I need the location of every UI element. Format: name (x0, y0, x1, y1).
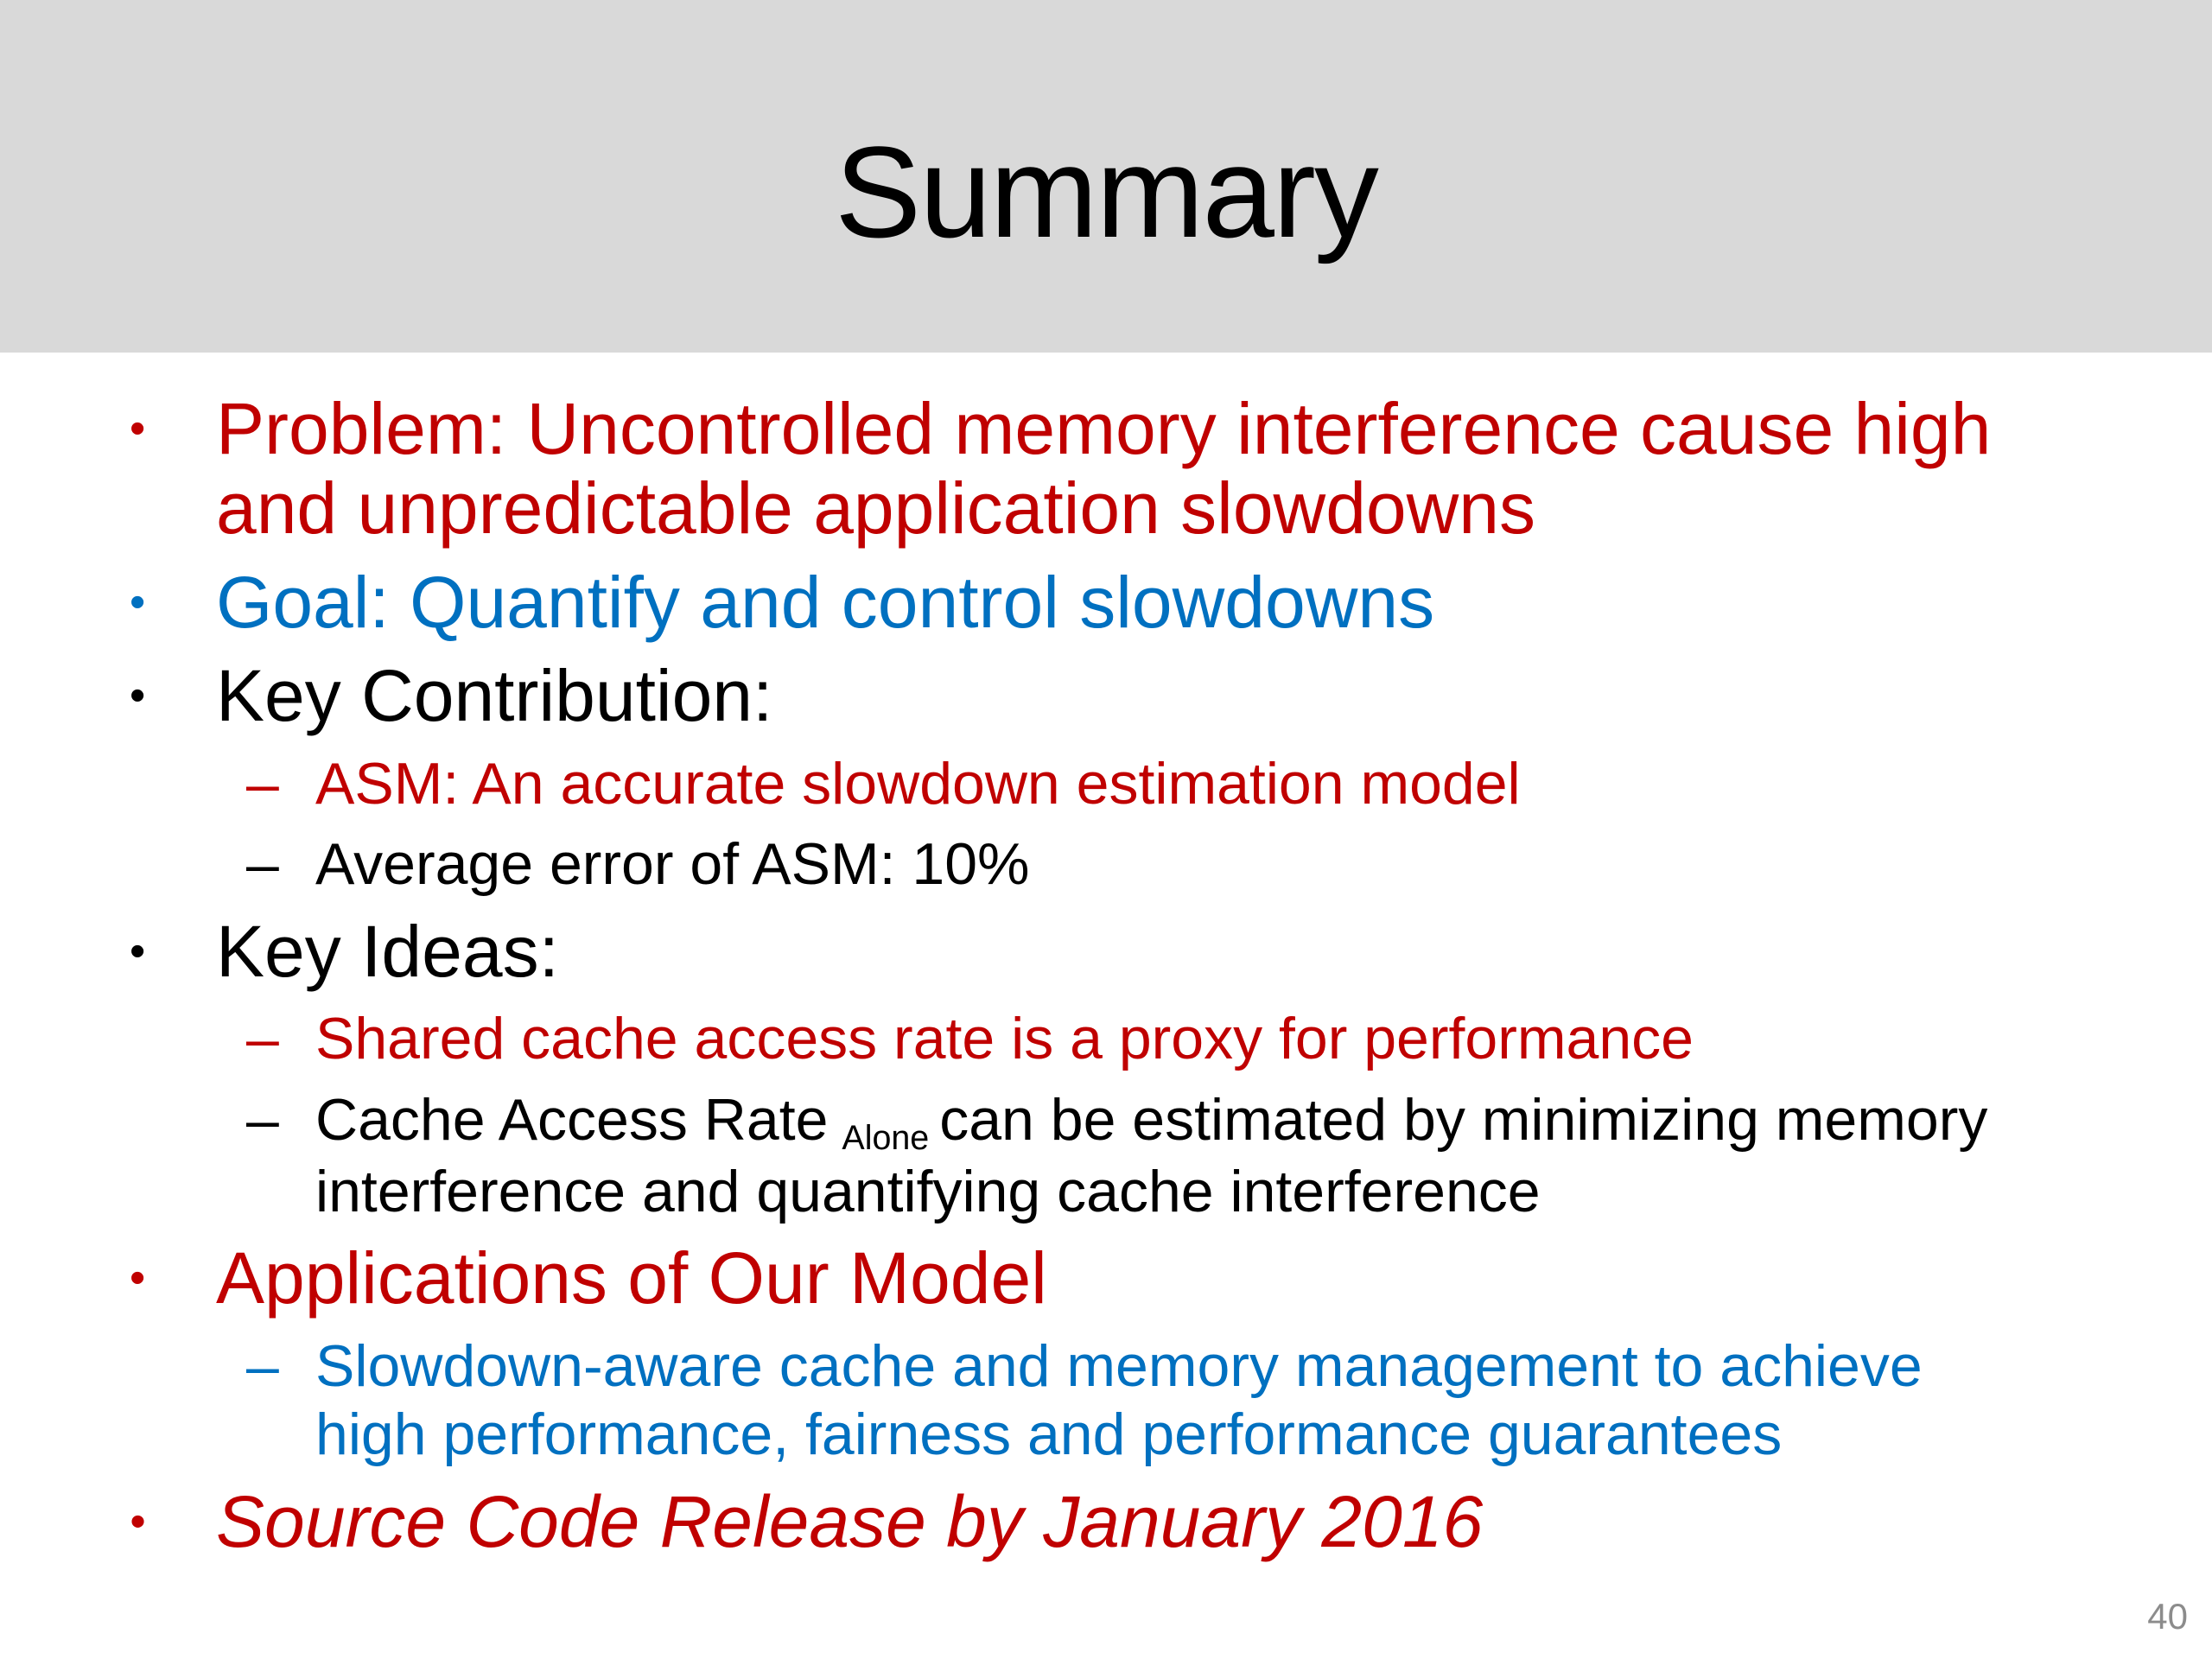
alone-subscript: Alone (842, 1118, 930, 1157)
dash-marker: – (246, 1086, 279, 1153)
dash-marker: – (246, 1006, 279, 1072)
bullet-applications-line-1: Applications of Our Model (216, 1237, 1047, 1319)
sub-bullet-slowdown-aware: – Slowdown-aware cache and memory manage… (130, 1332, 2160, 1470)
sub-bullet-slowdown-aware-line-2: high performance, fairness and performan… (315, 1402, 1783, 1468)
bullet-key-ideas-line-1: Key Ideas: (216, 910, 559, 992)
dash-marker: – (246, 750, 279, 817)
bullet-source-code-text: Source Code Release by January 2016 (216, 1480, 2160, 1562)
slide-body: • Problem: Uncontrolled memory interfere… (0, 353, 2212, 1562)
dash-marker: – (246, 1332, 279, 1399)
sub-bullet-average-error: – Average error of ASM: 10% (130, 830, 2160, 899)
cache-access-rate-prefix: Cache Access Rate (315, 1086, 829, 1153)
bullet-problem-line-1: Problem: Uncontrolled memory interferenc… (216, 388, 1992, 469)
bullet-applications-text: Applications of Our Model (216, 1237, 2160, 1319)
bullet-goal-text: Goal: Quantify and control slowdowns (216, 561, 2160, 643)
bullet-dot-marker: • (130, 1496, 146, 1547)
bullet-key-contribution-text: Key Contribution: (216, 655, 2160, 737)
bullet-key-ideas: • Key Ideas: (130, 910, 2160, 992)
sub-bullet-slowdown-aware-text: Slowdown-aware cache and memory manageme… (315, 1332, 2160, 1470)
slide-title-band: Summary (0, 0, 2212, 353)
bullet-key-ideas-text: Key Ideas: (216, 910, 2160, 992)
dash-marker: – (246, 831, 279, 898)
sub-bullet-shared-cache-line-1: Shared cache access rate is a proxy for … (315, 1006, 1694, 1072)
sub-bullet-asm: – ASM: An accurate slowdown estimation m… (130, 750, 2160, 819)
sub-bullet-shared-cache-text: Shared cache access rate is a proxy for … (315, 1005, 2160, 1074)
sub-bullet-average-error-line-1: Average error of ASM: 10% (315, 831, 1030, 898)
sub-bullet-asm-line-1: ASM: An accurate slowdown estimation mod… (315, 750, 1521, 817)
bullet-key-contribution-line-1: Key Contribution: (216, 655, 773, 737)
page-number: 40 (2147, 1596, 2188, 1637)
bullet-dot-marker: • (130, 671, 146, 721)
bullet-dot-marker: • (130, 925, 146, 976)
bullet-problem-line-2: and unpredictable application slowdowns (216, 467, 1536, 550)
sub-bullet-average-error-text: Average error of ASM: 10% (315, 830, 2160, 899)
cache-access-rate-suffix: can be estimated by minimizing memory (939, 1086, 1988, 1153)
bullet-goal: • Goal: Quantify and control slowdowns (130, 561, 2160, 643)
sub-bullet-shared-cache: – Shared cache access rate is a proxy fo… (130, 1005, 2160, 1074)
bullet-source-code-line-1: Source Code Release by January 2016 (216, 1480, 1484, 1562)
bullet-applications: • Applications of Our Model (130, 1237, 2160, 1319)
bullet-problem-text: Problem: Uncontrolled memory interferenc… (216, 389, 2160, 549)
sub-bullet-asm-text: ASM: An accurate slowdown estimation mod… (315, 750, 2160, 819)
sub-bullet-slowdown-aware-line-1: Slowdown-aware cache and memory manageme… (315, 1332, 1923, 1399)
slide-title: Summary (835, 119, 1379, 264)
bullet-problem: • Problem: Uncontrolled memory interfere… (130, 389, 2160, 549)
bullet-source-code: • Source Code Release by January 2016 (130, 1480, 2160, 1562)
bullet-dot-marker: • (130, 404, 146, 454)
bullet-dot-marker: • (130, 576, 146, 627)
sub-bullet-cache-access-rate-line-2: interference and quantifying cache inter… (315, 1158, 1541, 1224)
bullet-dot-marker: • (130, 1253, 146, 1304)
bullet-goal-line-1: Goal: Quantify and control slowdowns (216, 561, 1435, 643)
bullet-key-contribution: • Key Contribution: (130, 655, 2160, 737)
